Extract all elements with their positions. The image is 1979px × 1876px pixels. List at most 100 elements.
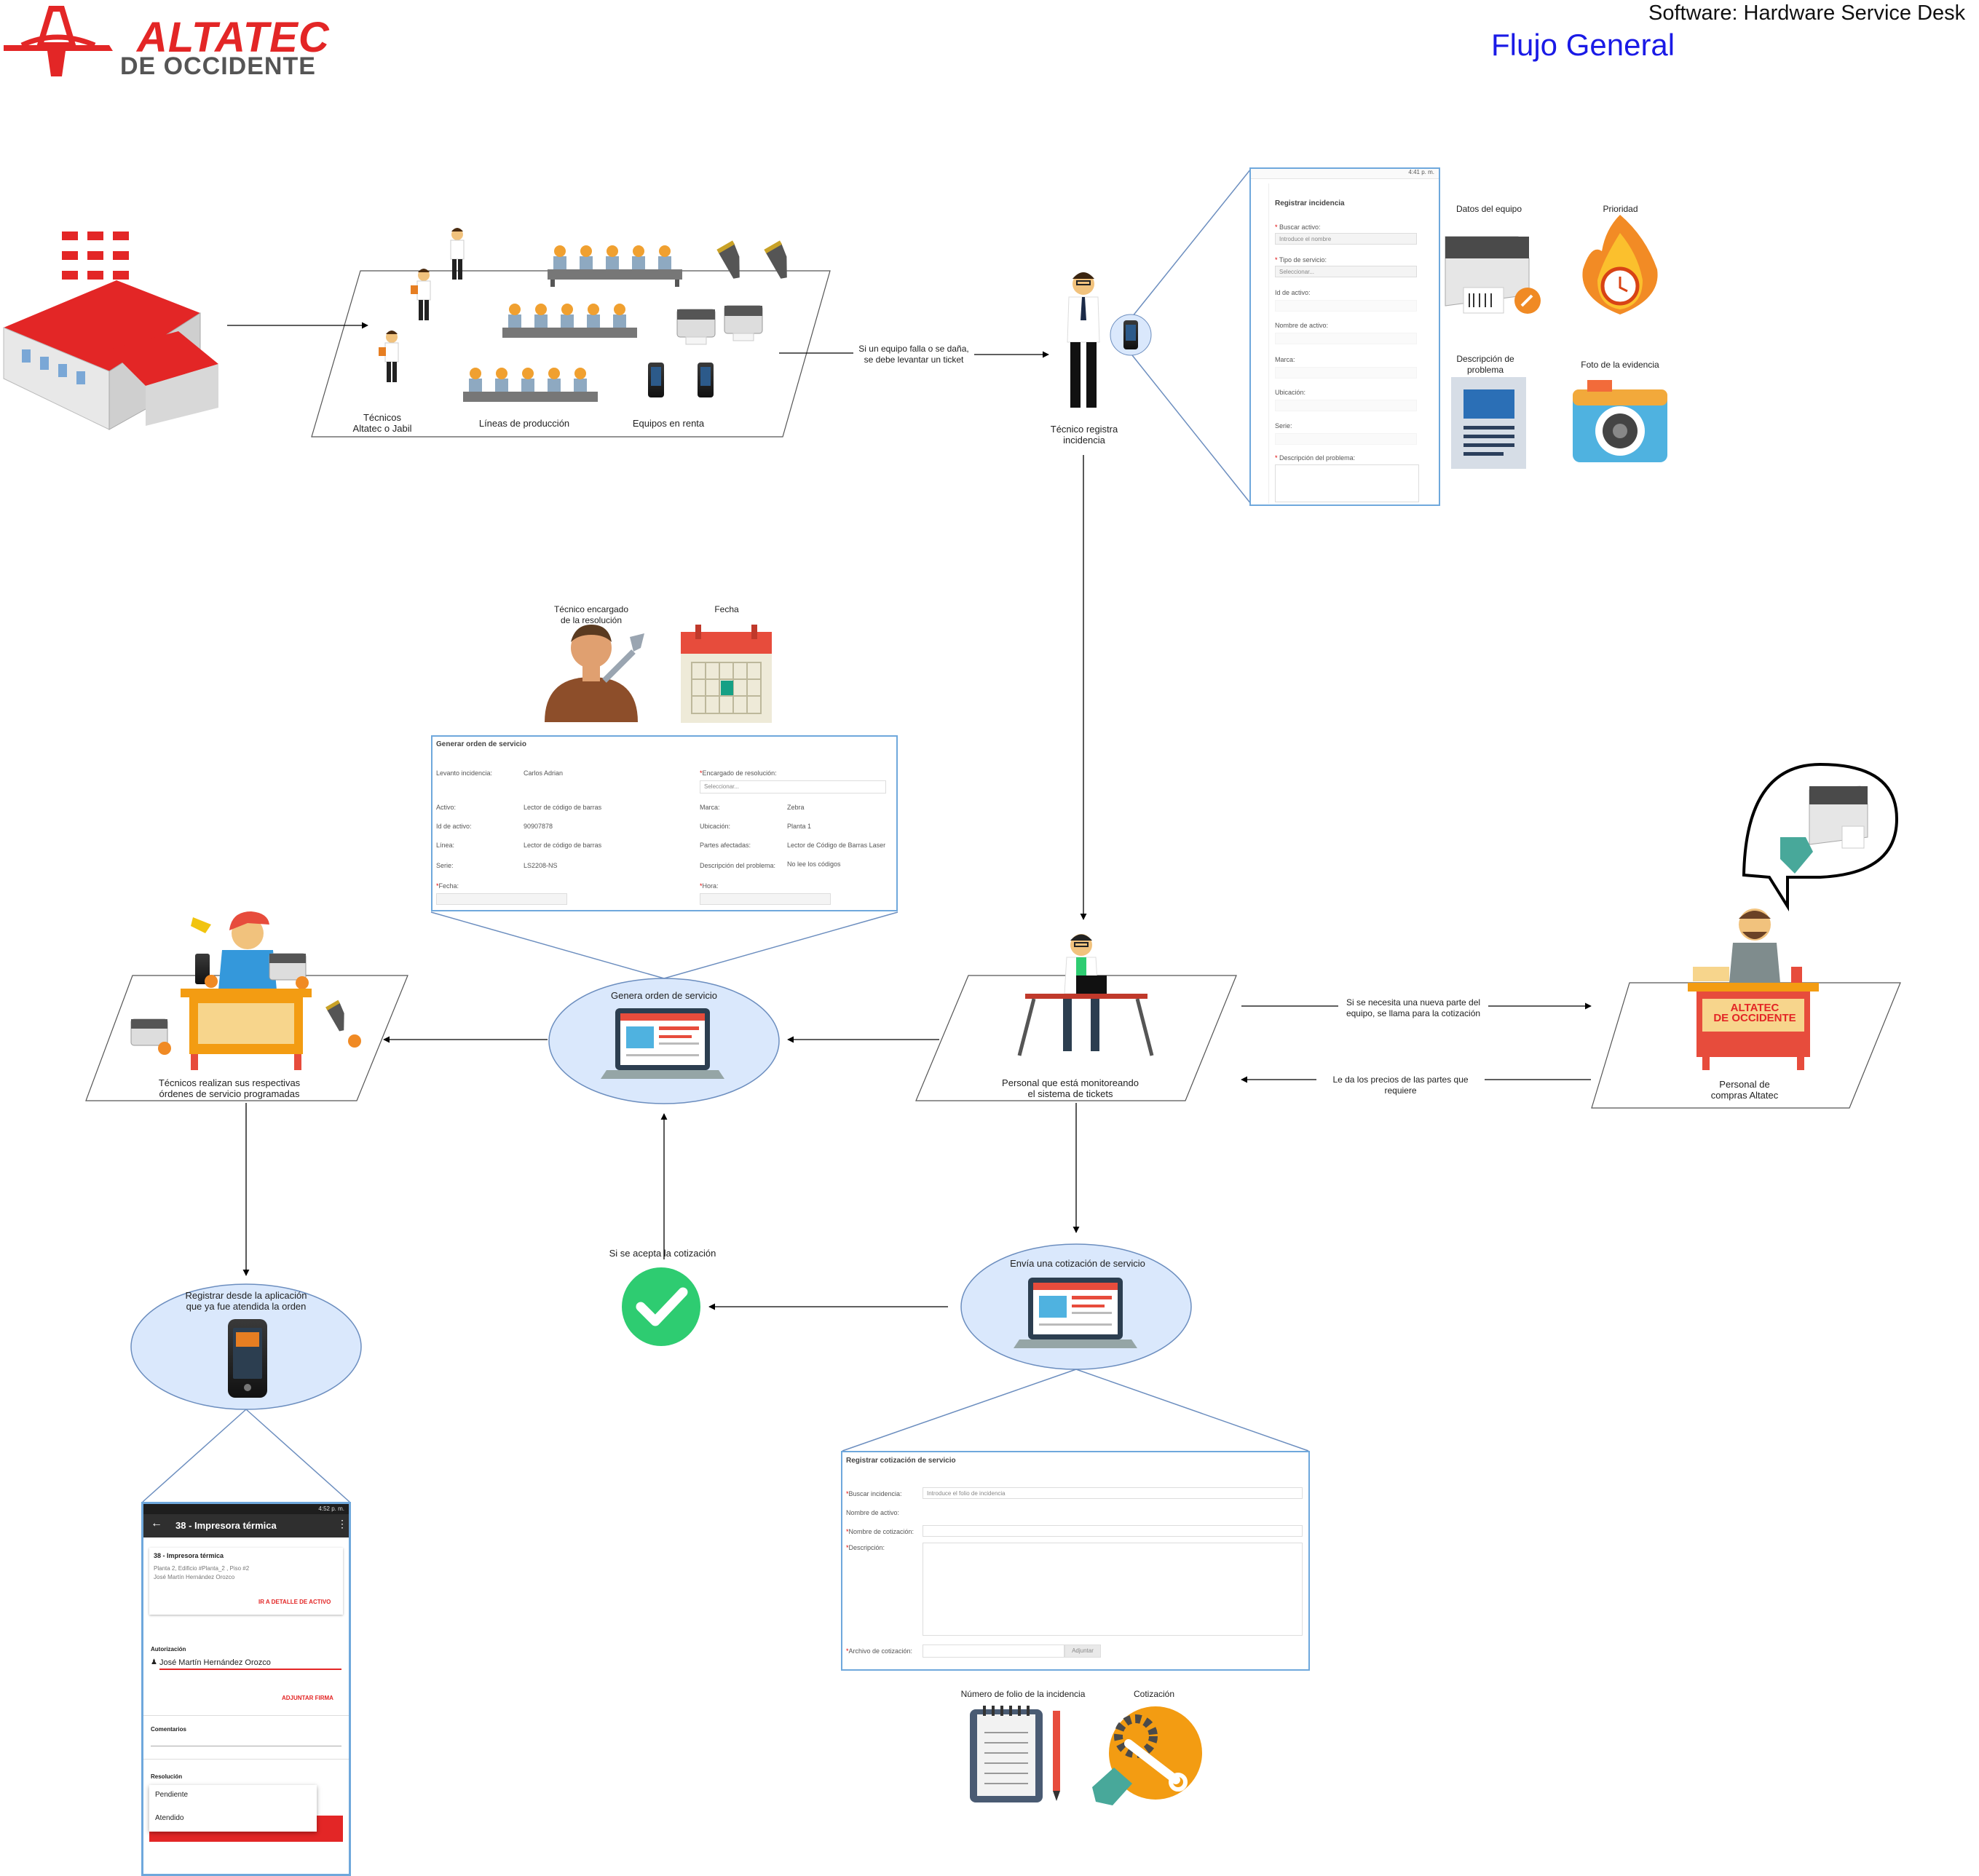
incident-search-input[interactable]: Introduce el folio de incidencia bbox=[923, 1487, 1303, 1499]
plant-lines-label: Líneas de producción bbox=[478, 418, 570, 429]
production-lines-icon bbox=[463, 245, 682, 402]
date-icon-label: Fecha bbox=[714, 604, 739, 614]
resolution-tech-label: Técnico encargado de la resolución bbox=[553, 604, 629, 625]
asset-card-owner: José Martín Hernández Orozco bbox=[154, 1574, 235, 1580]
incident-status-bar: 4:41 p. m. bbox=[1251, 169, 1439, 179]
order-right-value: Planta 1 bbox=[787, 823, 812, 830]
brand-name: ALTATEC bbox=[137, 14, 330, 61]
order-left-label: Levanto incidencia: bbox=[436, 769, 493, 777]
auth-input[interactable]: José Martín Hernández Orozco bbox=[159, 1658, 341, 1670]
order-left-label: Serie: bbox=[436, 862, 454, 869]
factory-icon bbox=[3, 224, 218, 430]
location-field[interactable] bbox=[1275, 400, 1417, 411]
incident-form-card: Registrar incidencia * Buscar activo: In… bbox=[1268, 183, 1437, 504]
quote-form-screen: Registrar cotización de servicio *Buscar… bbox=[841, 1451, 1310, 1671]
asset-name-field[interactable] bbox=[1275, 333, 1417, 344]
evidence-photo-icon bbox=[1573, 380, 1667, 462]
assign-technician-select[interactable]: Seleccionar... bbox=[700, 780, 886, 793]
mobile-app-bar bbox=[143, 1514, 349, 1537]
rental-equipment-icon bbox=[648, 240, 787, 397]
date-input[interactable] bbox=[436, 893, 567, 905]
plant-technicians-icon bbox=[379, 228, 465, 382]
quote-name-input[interactable] bbox=[923, 1525, 1303, 1537]
back-arrow-icon[interactable]: ← bbox=[151, 1517, 162, 1529]
quote-gear-icon bbox=[1092, 1706, 1202, 1805]
incident-field-label: Marca: bbox=[1275, 356, 1295, 363]
order-left-value: 90907878 bbox=[524, 823, 553, 830]
desk-brand-label: ALTATEC DE OCCIDENTE bbox=[1713, 1002, 1796, 1024]
description-textarea[interactable] bbox=[923, 1543, 1303, 1636]
order-right-label: Descripción del problema: bbox=[700, 862, 776, 869]
service-type-select[interactable]: Seleccionar... bbox=[1275, 266, 1417, 277]
description-label: Descripción de problema bbox=[1456, 354, 1514, 375]
incident-field-label: * Buscar activo: bbox=[1275, 223, 1321, 231]
more-menu-icon[interactable]: ⋮ bbox=[337, 1518, 347, 1529]
resolution-dropdown[interactable]: Pendiente Atendido bbox=[149, 1785, 317, 1832]
resolution-label: Resolución bbox=[151, 1773, 183, 1780]
mobile-divider bbox=[143, 1759, 349, 1760]
mobile-app-title: 38 - Impresora térmica bbox=[175, 1520, 277, 1531]
plant-rentals-label: Equipos en renta bbox=[632, 418, 705, 429]
attach-button[interactable]: Adjuntar bbox=[1064, 1645, 1101, 1658]
folio-label: Número de folio de la incidencia bbox=[960, 1689, 1086, 1699]
send-quote-label: Envía una cotización de servicio bbox=[1010, 1258, 1145, 1269]
quote-form-title: Registrar cotización de servicio bbox=[846, 1457, 956, 1465]
purchasing-person-icon bbox=[1688, 762, 1899, 1070]
order-right-label: Partes afectadas: bbox=[700, 842, 751, 849]
problem-description-icon bbox=[1451, 377, 1526, 469]
technician-registers-icon bbox=[1067, 272, 1152, 408]
time-input[interactable] bbox=[700, 893, 831, 905]
quote-file-input[interactable] bbox=[923, 1645, 1064, 1658]
monitor-person-label: Personal que está monitoreando el sistem… bbox=[1002, 1077, 1139, 1099]
incident-field-label: Ubicación: bbox=[1275, 389, 1306, 396]
incident-field-label: Nombre de activo: bbox=[1275, 322, 1329, 329]
asset-card: 38 - Impresora térmica Planta 2, Edifici… bbox=[149, 1548, 343, 1615]
serial-field[interactable] bbox=[1275, 433, 1417, 445]
attach-signature-link[interactable]: ADJUNTAR FIRMA bbox=[282, 1695, 333, 1701]
auth-label: Autorización bbox=[151, 1646, 186, 1653]
problem-description-field[interactable] bbox=[1275, 464, 1419, 502]
calendar-icon bbox=[681, 625, 772, 723]
order-left-label: Activo: bbox=[436, 804, 457, 811]
generate-order-label: Genera orden de servicio bbox=[611, 990, 717, 1001]
order-right-value: Lector de Código de Barras Laser bbox=[787, 842, 886, 849]
purchasing-label: Personal de compras Altatec bbox=[1710, 1079, 1779, 1101]
incident-form-title: Registrar incidencia bbox=[1275, 199, 1345, 207]
resolution-technician-icon bbox=[545, 625, 644, 722]
photo-label: Foto de la evidencia bbox=[1581, 360, 1659, 370]
monitoring-person-icon bbox=[1017, 934, 1154, 1056]
asset-search-input[interactable]: Introduce el nombre bbox=[1275, 233, 1417, 245]
asset-detail-link[interactable]: IR A DETALLE DE ACTIVO bbox=[258, 1599, 331, 1605]
flow-title: Flujo General bbox=[1491, 28, 1675, 62]
incident-field-label: * Descripción del problema: bbox=[1275, 454, 1356, 462]
brand-subtitle: DE OCCIDENTE bbox=[120, 52, 316, 80]
software-title: Software: Hardware Service Desk bbox=[1648, 1, 1966, 25]
time-label: *Hora: bbox=[700, 882, 719, 890]
order-left-value: Carlos Adrian bbox=[524, 769, 564, 777]
option-atendido[interactable]: Atendido bbox=[155, 1814, 184, 1822]
incident-form-screen: 4:41 p. m. Registrar incidencia * Buscar… bbox=[1249, 167, 1440, 506]
order-right-value: Zebra bbox=[787, 804, 805, 811]
option-pendiente[interactable]: Pendiente bbox=[155, 1791, 189, 1799]
incident-field-label: * Tipo de servicio: bbox=[1275, 256, 1327, 264]
register-app-label: Registrar desde la aplicación que ya fue… bbox=[185, 1290, 307, 1312]
asset-card-location: Planta 2, Edificio #Planta_2 , Piso #2 bbox=[154, 1565, 250, 1572]
mobile-status-bar: 4:52 p. m. bbox=[143, 1504, 349, 1514]
order-left-label: Línea: bbox=[436, 842, 455, 849]
tech-execute-label: Técnicos realizan sus respectivas órdene… bbox=[158, 1077, 301, 1099]
order-right-label: Ubicación: bbox=[700, 823, 731, 830]
mobile-app-screen: 4:52 p. m. ← 38 - Impresora térmica ⋮ 38… bbox=[141, 1502, 351, 1876]
asset-id-field[interactable] bbox=[1275, 300, 1417, 312]
order-right-label: Marca: bbox=[700, 804, 720, 811]
user-icon: ♟ bbox=[151, 1658, 157, 1666]
incident-field-label: Serie: bbox=[1275, 422, 1292, 430]
quote-search-label: *Buscar incidencia: bbox=[846, 1490, 902, 1497]
comments-label: Comentarios bbox=[151, 1726, 186, 1733]
order-form-screen: Generar orden de servicio Levanto incide… bbox=[431, 735, 898, 911]
brand-field[interactable] bbox=[1275, 367, 1417, 379]
quote-icon-label: Cotización bbox=[1133, 1689, 1175, 1699]
quote-accepted-label: Si se acepta la cotización bbox=[609, 1248, 716, 1259]
order-left-label: Id de activo: bbox=[436, 823, 472, 830]
monitor-area bbox=[915, 975, 1237, 1101]
